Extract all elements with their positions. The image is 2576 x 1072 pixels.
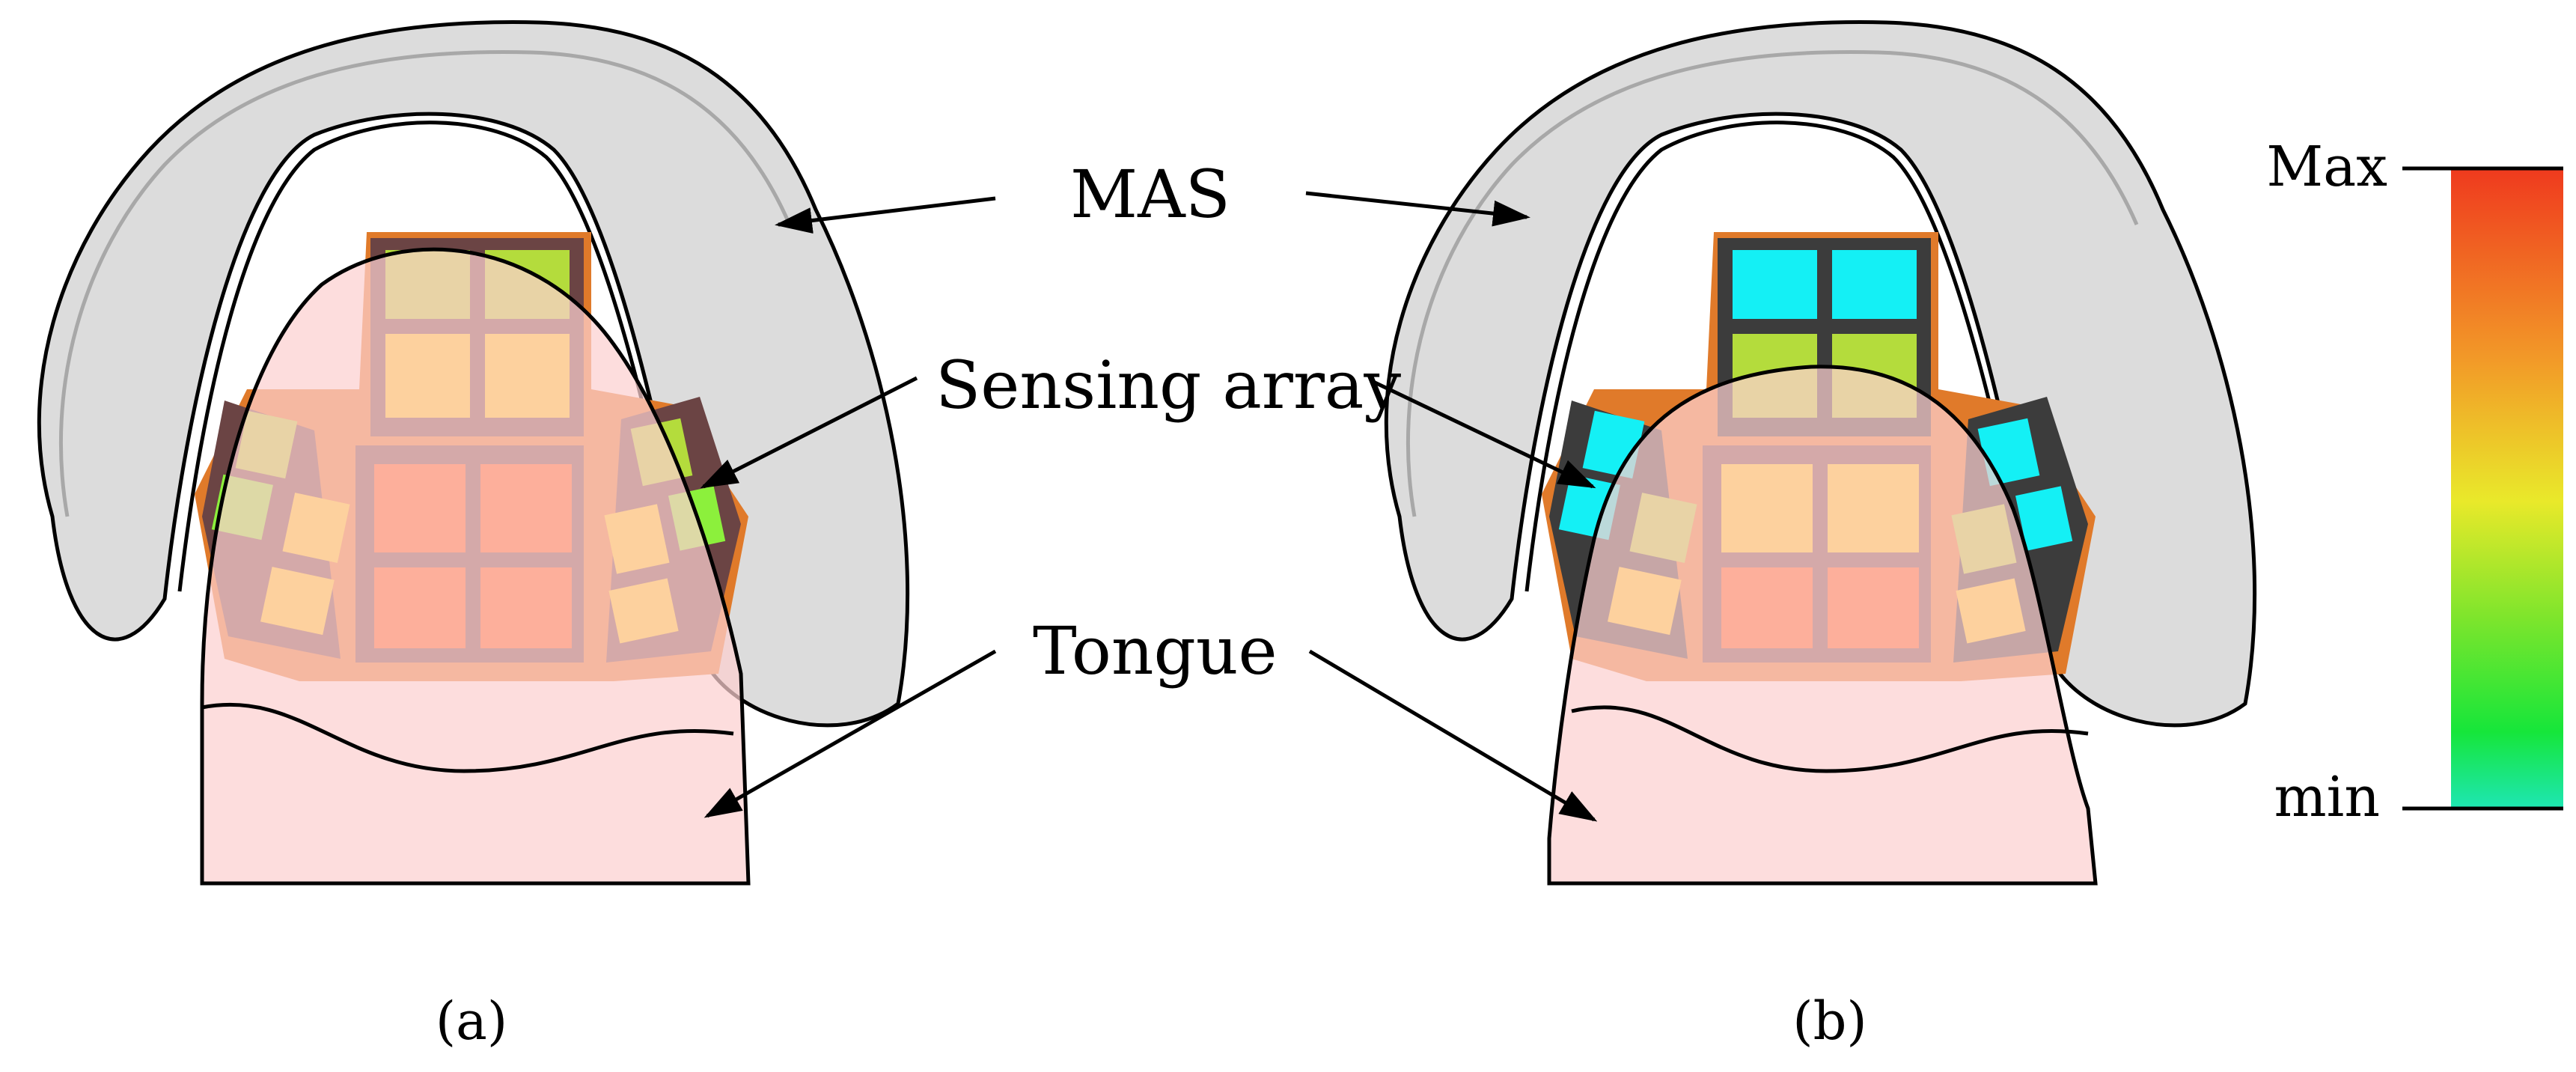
colorbar-min-label: min [2274,765,2381,829]
tongue-fold [1571,705,2089,773]
mas-label: MAS [1070,156,1230,233]
panel-a [37,20,910,886]
panel-b [1384,20,2257,886]
colorbar: Max min [2266,135,2563,829]
sensor-cell [1832,250,1917,319]
mas-inner-rim [1406,50,2139,517]
colorbar-gradient [2451,168,2563,808]
tongue-arrow-left [703,649,997,818]
tongue-shape [1547,365,2098,886]
tongue-arrow-right [1308,649,1598,822]
colorbar-max-label: Max [2266,135,2387,199]
sensor-cell [1733,250,1817,319]
tongue-label: Tongue [1033,612,1278,689]
annotations: MAS Sensing array Tongue (a) (b) [436,156,1867,1052]
mas-arrow-right [1305,191,1530,227]
tongue-fold [201,702,734,773]
sensing-array-arrow-left [700,376,918,489]
panel-b-caption: (b) [1792,990,1867,1052]
sensing-array-arrow-right [1372,380,1596,489]
panel-a-caption: (a) [436,990,507,1052]
sensing-array-label: Sensing array [936,347,1401,424]
mas-arrow-left [775,196,996,234]
mas-inner-groove [1524,121,2045,652]
sensor-cell [2015,486,2073,551]
tongue-shape [200,247,751,886]
mas-inner-rim [59,50,792,517]
